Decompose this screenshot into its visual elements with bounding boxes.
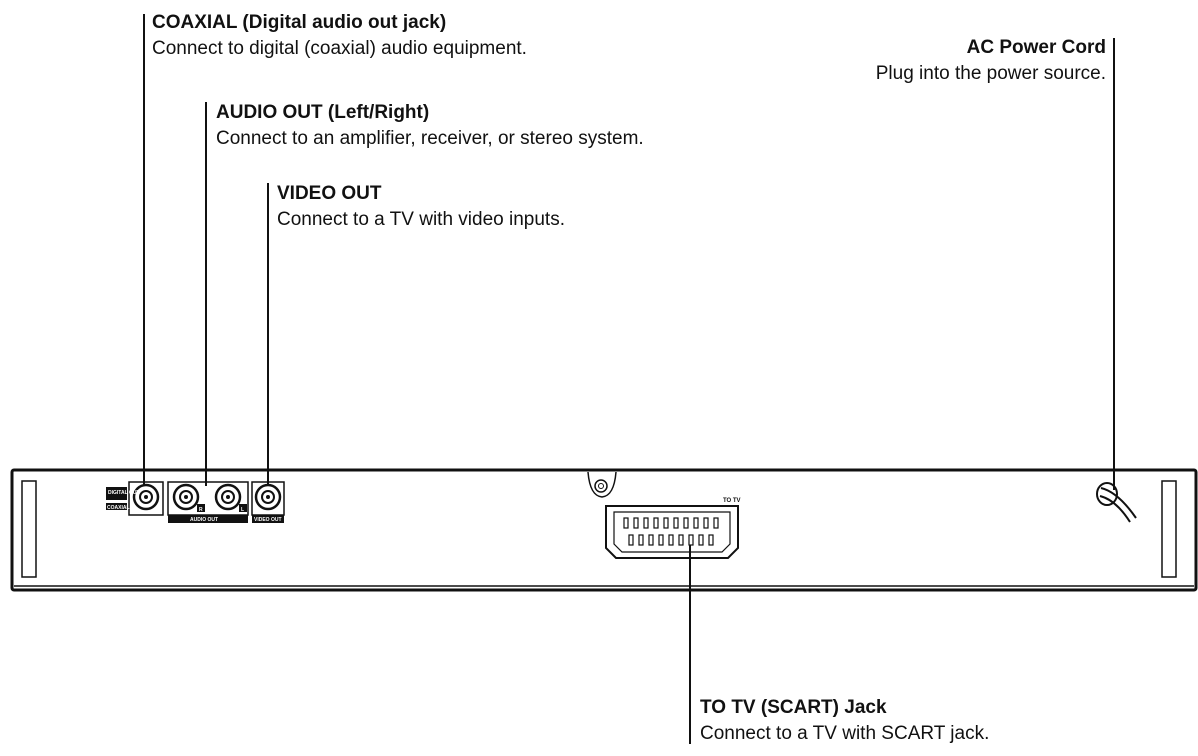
video-out-jack-icon xyxy=(251,481,285,523)
right-foot-panel xyxy=(1161,480,1177,578)
panel-label-right-marker: R xyxy=(199,507,203,513)
ac-power-callout: AC Power Cord Plug into the power source… xyxy=(876,36,1106,86)
coaxial-callout-title: COAXIAL (Digital audio out jack) xyxy=(152,12,447,33)
coaxial-callout: COAXIAL (Digital audio out jack) Connect… xyxy=(152,11,527,61)
ac-power-callout-title: AC Power Cord xyxy=(966,37,1106,58)
video-out-callout-title: VIDEO OUT xyxy=(277,183,382,204)
panel-label-digital-out: DIGITAL OUT xyxy=(108,490,139,496)
scart-callout: TO TV (SCART) Jack Connect to a TV with … xyxy=(700,696,989,746)
screw-icon xyxy=(587,471,617,498)
player-chassis xyxy=(10,468,1198,592)
scart-jack-icon xyxy=(605,505,739,559)
video-out-callout-desc: Connect to a TV with video inputs. xyxy=(277,208,565,230)
digital-out-label-block xyxy=(106,487,127,510)
panel-label-to-tv: TO TV xyxy=(723,498,741,504)
scart-callout-desc: Connect to a TV with SCART jack. xyxy=(700,722,990,744)
scart-callout-title: TO TV (SCART) Jack xyxy=(700,697,887,718)
coaxial-jack-icon xyxy=(128,481,164,516)
left-foot-panel xyxy=(21,480,37,578)
audio-out-jacks-icon xyxy=(167,481,249,523)
power-cord-icon xyxy=(1096,482,1137,523)
audio-out-callout-title: AUDIO OUT (Left/Right) xyxy=(216,102,430,123)
audio-out-callout-desc: Connect to an amplifier, receiver, or st… xyxy=(216,127,644,149)
video-out-callout: VIDEO OUT Connect to a TV with video inp… xyxy=(277,182,565,232)
coaxial-callout-desc: Connect to digital (coaxial) audio equip… xyxy=(152,37,527,59)
ac-power-callout-desc: Plug into the power source. xyxy=(875,62,1106,84)
panel-label-coaxial: COAXIAL xyxy=(107,505,130,511)
panel-label-video-out: VIDEO OUT xyxy=(254,517,282,523)
panel-label-left-marker: L xyxy=(241,507,244,513)
audio-out-callout: AUDIO OUT (Left/Right) Connect to an amp… xyxy=(216,101,644,151)
panel-label-audio-out: AUDIO OUT xyxy=(190,517,218,523)
